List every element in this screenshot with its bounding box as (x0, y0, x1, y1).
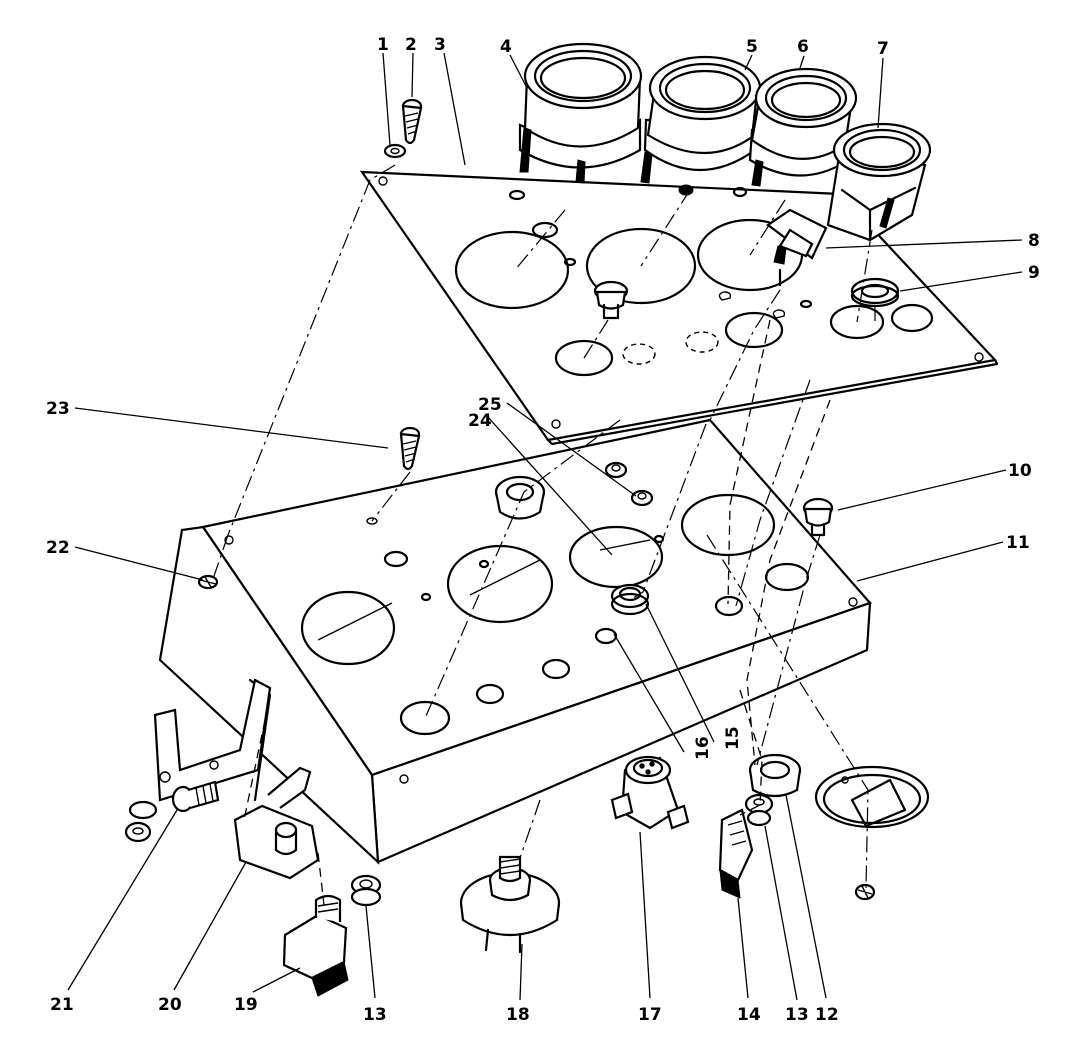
plug-box-top (604, 461, 628, 479)
rotary-switch-18 (459, 855, 561, 954)
screw-21 (171, 780, 220, 813)
gauge-6 (748, 67, 858, 187)
leader-lines (67, 52, 1023, 1001)
callout-9: 9 (1028, 263, 1040, 283)
nut-22 (197, 574, 219, 590)
washer-1 (383, 143, 407, 159)
socket-17 (610, 755, 690, 830)
callout-3: 3 (434, 35, 446, 55)
dash-panel-box-11 (158, 418, 872, 865)
callout-15: 15 (723, 726, 743, 750)
callout-24: 24 (468, 411, 492, 431)
plug-25 (630, 489, 654, 507)
screw-2 (401, 98, 423, 145)
assembly-centerlines (211, 164, 876, 906)
nut-9 (850, 277, 900, 308)
nut-bottom-right (854, 883, 876, 901)
nut-washer-left (124, 800, 158, 843)
callout-22: 22 (46, 538, 70, 558)
callout-10: 10 (1008, 461, 1032, 481)
ignition-key-8 (766, 208, 828, 287)
callout-20: 20 (158, 995, 182, 1015)
callout-13-right: 13 (785, 1005, 809, 1025)
callout-18: 18 (506, 1005, 530, 1025)
lens-bezel (814, 765, 930, 829)
callout-7: 7 (877, 39, 889, 59)
callout-17: 17 (638, 1005, 662, 1025)
switch-14 (718, 808, 754, 899)
instrument-panel-plate (359, 170, 999, 446)
bracket-20 (233, 766, 320, 880)
nut-13-right (744, 793, 774, 827)
gauge-5 (640, 55, 762, 196)
knob-upper (593, 280, 629, 320)
callout-13-left: 13 (363, 1005, 387, 1025)
callout-4: 4 (500, 37, 512, 57)
gauge-7 (826, 122, 932, 242)
callout-19: 19 (234, 995, 258, 1015)
nut-13-left (350, 874, 382, 907)
callout-21: 21 (50, 995, 74, 1015)
screw-23 (366, 426, 421, 525)
callout-2: 2 (405, 35, 417, 55)
grommet-upper (494, 475, 546, 520)
callout-6: 6 (797, 37, 809, 57)
callout-labels: 1 2 3 4 5 6 7 8 9 10 11 12 13 14 15 16 1… (46, 35, 1040, 1025)
gauge-4 (518, 42, 643, 184)
callout-5: 5 (746, 37, 758, 57)
callout-8: 8 (1028, 231, 1040, 251)
switch-19 (282, 894, 349, 997)
knob-10 (802, 497, 834, 537)
callout-12: 12 (815, 1005, 839, 1025)
callout-16: 16 (693, 736, 713, 760)
callout-23: 23 (46, 399, 70, 419)
callout-25: 25 (478, 395, 502, 415)
callout-1: 1 (377, 35, 389, 55)
lamp-socket-15-16 (610, 583, 650, 616)
callout-11: 11 (1006, 533, 1030, 553)
callout-14: 14 (737, 1005, 761, 1025)
